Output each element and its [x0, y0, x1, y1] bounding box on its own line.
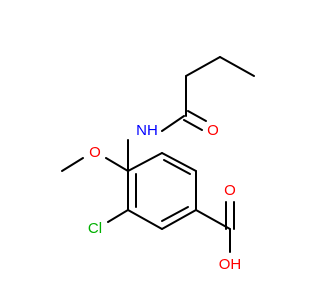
- acid-oxygen-label: O: [224, 182, 236, 199]
- atom-label-layer: NH O O Cl O OH: [88, 122, 241, 273]
- chlorine-label: Cl: [88, 220, 102, 237]
- chemical-structure: NH O O Cl O OH: [61, 56, 255, 273]
- ring-inner-bond-2: [161, 206, 189, 222]
- bond-layer: [61, 56, 255, 253]
- carbonyl-double-bond-2: [183, 119, 203, 131]
- carbonyl-oxygen-label: O: [207, 122, 219, 139]
- ring-bond-3: [161, 209, 197, 230]
- ring-bond-4: [127, 209, 163, 230]
- ring-bond-6: [127, 152, 163, 172]
- chain-bond-2: [185, 56, 221, 77]
- acid-ring-bond: [195, 209, 231, 230]
- nh-carbonyl-bond: [161, 115, 185, 132]
- carbonyl-double-bond-1: [187, 110, 207, 122]
- methoxy-methyl-bond: [61, 157, 84, 172]
- nitrogen-label: NH: [136, 122, 158, 139]
- ring-inner-bond-1: [163, 159, 191, 175]
- hydroxyl-label: OH: [219, 256, 242, 273]
- methoxy-oxygen-label: O: [89, 144, 101, 161]
- methoxy-ring-bond: [105, 157, 129, 172]
- chloro-ring-bond: [107, 209, 129, 223]
- ring-bond-1: [161, 152, 197, 172]
- chain-bond-3: [219, 56, 255, 77]
